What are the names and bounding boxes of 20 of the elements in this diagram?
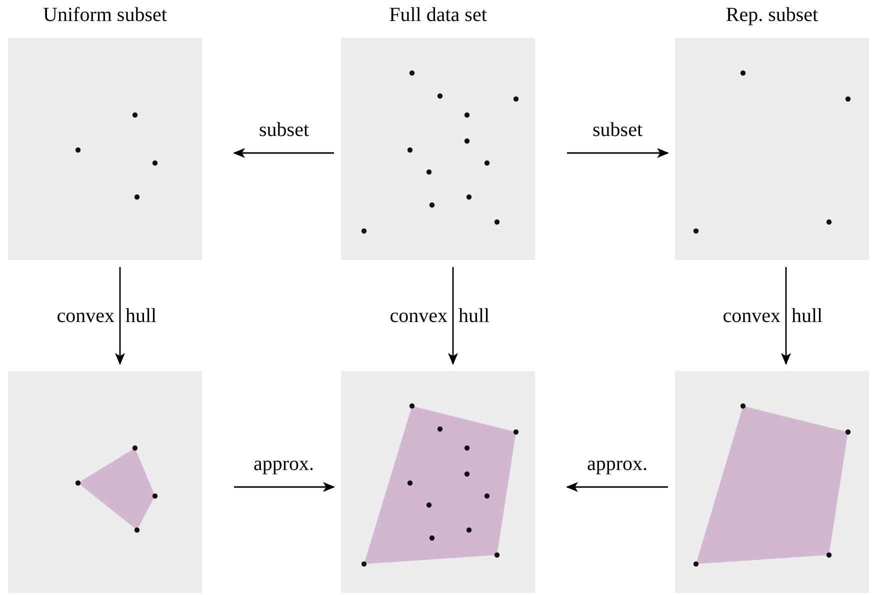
edge-label: subset bbox=[259, 119, 309, 141]
arrow bbox=[567, 148, 669, 158]
panel-title: Uniform subset bbox=[43, 4, 167, 27]
scatter-panel bbox=[341, 371, 535, 593]
panel-title: Full data set bbox=[389, 4, 487, 27]
arrow bbox=[781, 267, 791, 365]
scatter-panel bbox=[675, 371, 869, 593]
arrow bbox=[115, 267, 125, 365]
arrow bbox=[234, 482, 335, 492]
arrow bbox=[233, 148, 334, 158]
edge-label: convex hull bbox=[390, 304, 490, 326]
edge-label: subset bbox=[592, 119, 642, 141]
edge-label: convex hull bbox=[56, 304, 157, 326]
panel-title: Rep. subset bbox=[726, 4, 818, 27]
arrow bbox=[566, 482, 668, 492]
edge-label: convex hull bbox=[722, 304, 823, 326]
arrow bbox=[448, 267, 458, 365]
edge-label: approx. bbox=[587, 453, 648, 475]
edge-label: approx. bbox=[254, 453, 314, 475]
scatter-panel bbox=[8, 371, 202, 593]
